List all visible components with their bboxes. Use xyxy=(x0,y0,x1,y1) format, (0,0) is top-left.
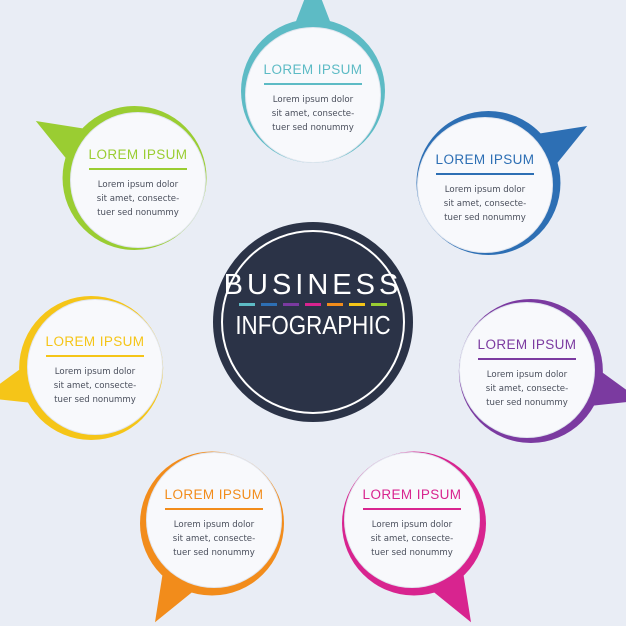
center-dash xyxy=(283,303,299,306)
item-shape xyxy=(35,106,207,250)
item-shape xyxy=(342,451,486,623)
item-card: LOREM IPSUM Lorem ipsum dolor sit amet, co… xyxy=(420,123,550,253)
center-circle xyxy=(213,222,413,422)
item-disc xyxy=(71,113,205,247)
item-body: Lorem ipsum dolor sit amet, consecte-tuer… xyxy=(265,93,361,135)
center-subtitle: INFOGRAPHIC xyxy=(235,309,391,340)
item-body-line: Lorem ipsum dolor xyxy=(371,519,453,530)
item-title: LOREM IPSUM xyxy=(164,487,264,510)
item-body-line: Lorem ipsum dolor xyxy=(272,94,354,105)
item-body-line: sit amet, consecte- xyxy=(485,383,569,394)
item-body-line: sit amet, consecte- xyxy=(443,198,527,209)
center-dash xyxy=(261,303,277,306)
item-body-line: tuer sed nonummy xyxy=(486,397,568,408)
item-body: Lorem ipsum dolor sit amet, consecte-tuer… xyxy=(437,183,533,225)
item-body-line: tuer sed nonummy xyxy=(97,207,179,218)
item-body: Lorem ipsum dolor sit amet, consecte-tuer… xyxy=(90,178,186,220)
item-body-line: sit amet, consecte- xyxy=(271,108,355,119)
item-body-line: sit amet, consecte- xyxy=(96,193,180,204)
item-title: LOREM IPSUM xyxy=(435,152,535,175)
item-card: LOREM IPSUM Lorem ipsum dolor sit amet, co… xyxy=(30,305,160,435)
item-body: Lorem ipsum dolor sit amet, consecte-tuer… xyxy=(479,368,575,410)
item-shape xyxy=(0,296,164,441)
center-dash xyxy=(239,303,255,306)
item-body-line: tuer sed nonummy xyxy=(371,547,453,558)
item-body-line: sit amet, consecte- xyxy=(53,380,137,391)
item-title: LOREM IPSUM xyxy=(477,337,577,360)
center-dash xyxy=(371,303,387,306)
item-disc xyxy=(460,303,594,437)
item-card: LOREM IPSUM Lorem ipsum dolor sit amet, co… xyxy=(462,308,592,438)
item-card: LOREM IPSUM Lorem ipsum dolor sit amet, co… xyxy=(347,458,477,588)
item-shape xyxy=(416,111,588,255)
center-dash xyxy=(349,303,365,306)
item-body-line: tuer sed nonummy xyxy=(272,122,354,133)
item-body-line: sit amet, consecte- xyxy=(172,533,256,544)
item-shape xyxy=(458,299,626,444)
item-disc xyxy=(418,118,552,252)
item-body-line: sit amet, consecte- xyxy=(370,533,454,544)
center-ring xyxy=(221,230,405,414)
item-body-line: Lorem ipsum dolor xyxy=(444,184,526,195)
item-title: LOREM IPSUM xyxy=(88,147,188,170)
item-body-line: tuer sed nonummy xyxy=(173,547,255,558)
center-title: BUSINESS xyxy=(223,269,403,301)
item-body: Lorem ipsum dolor sit amet, consecte-tuer… xyxy=(47,365,143,407)
item-card: LOREM IPSUM Lorem ipsum dolor sit amet, co… xyxy=(73,118,203,248)
item-body-line: tuer sed nonummy xyxy=(54,394,136,405)
center-label: BUSINESS INFOGRAPHIC xyxy=(213,270,413,340)
item-disc xyxy=(28,300,162,434)
center-dashes xyxy=(213,303,413,306)
item-card: LOREM IPSUM Lorem ipsum dolor sit amet, co… xyxy=(149,458,279,588)
item-body-line: Lorem ipsum dolor xyxy=(54,366,136,377)
item-shape xyxy=(241,0,385,163)
item-card: LOREM IPSUM Lorem ipsum dolor sit amet, co… xyxy=(248,33,378,163)
center-dash xyxy=(305,303,321,306)
item-title: LOREM IPSUM xyxy=(45,334,145,357)
item-disc xyxy=(147,453,281,587)
item-body-line: Lorem ipsum dolor xyxy=(173,519,255,530)
item-body-line: Lorem ipsum dolor xyxy=(486,369,568,380)
center-dash xyxy=(327,303,343,306)
item-disc xyxy=(345,453,479,587)
item-body-line: Lorem ipsum dolor xyxy=(97,179,179,190)
item-body: Lorem ipsum dolor sit amet, consecte-tuer… xyxy=(364,518,460,560)
item-title: LOREM IPSUM xyxy=(263,62,363,85)
item-body-line: tuer sed nonummy xyxy=(444,212,526,223)
item-body: Lorem ipsum dolor sit amet, consecte-tuer… xyxy=(166,518,262,560)
item-disc xyxy=(246,28,380,162)
item-shape xyxy=(140,451,284,623)
item-title: LOREM IPSUM xyxy=(362,487,462,510)
